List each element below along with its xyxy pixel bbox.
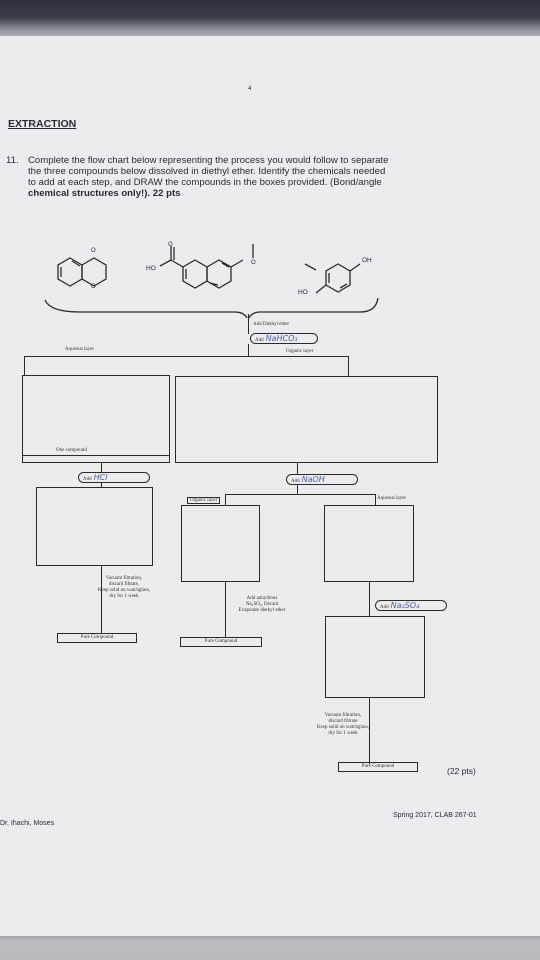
label-o-1: O [91, 248, 96, 254]
label-organic-layer-1: Organic layer [286, 349, 314, 354]
question-line-3: to add at each step, and DRAW the compou… [28, 177, 382, 188]
answer-box-organic-2[interactable] [181, 505, 260, 582]
anhydrous-line-1: Add anhydrous [246, 596, 278, 601]
anhydrous-line-3: Evaporate diethyl ether [238, 608, 286, 613]
connector-line [375, 494, 377, 506]
label-o-4: O [251, 260, 256, 266]
answer-box-aqueous-1[interactable] [22, 375, 170, 463]
connector-line [24, 356, 349, 358]
answer-box-precipitate-left[interactable] [36, 487, 153, 566]
connector-line [101, 463, 103, 473]
footer-author: Dr. Ihachi, Moses [0, 820, 55, 827]
instructions-anhydrous: Add anhydrous Na₂SO₄, Decant Evaporate d… [222, 596, 302, 614]
reagent-pill-3-answer: NaOH [301, 475, 325, 484]
connector-line [297, 485, 299, 495]
connector-line [348, 356, 350, 376]
vacuum-right-line-3: Keep solid on watchglass, [316, 725, 370, 730]
vacuum-left-line-4: dry for 1 week [109, 594, 139, 599]
label-aqueous-layer-2: Aqueous layer [377, 496, 407, 501]
answer-box-precipitate-right[interactable] [325, 616, 425, 698]
answer-box-organic-1[interactable] [175, 376, 438, 463]
question-line-4: chemical structures only!). 22 pts [28, 188, 181, 199]
answer-box-aqueous-2[interactable] [324, 505, 414, 582]
connector-line [369, 698, 371, 764]
connector-line [225, 494, 227, 506]
connector-line [369, 600, 371, 617]
reagent-pill-1-prefix: Add [255, 338, 264, 343]
connector-line [101, 566, 103, 633]
anhydrous-line-2: Na₂SO₄, Decant [245, 602, 279, 607]
label-organic-layer-2: Organic layer [187, 497, 221, 504]
connector-line [101, 483, 103, 488]
section-title: EXTRACTION [8, 118, 77, 130]
reagent-pill-2-prefix: Add [83, 477, 92, 482]
reagent-pill-1-answer: NaHCO₃ [265, 334, 298, 343]
page-number: 4 [248, 86, 252, 92]
connector-line [297, 463, 299, 474]
label-one-compound: One compound [56, 448, 87, 453]
vacuum-right-line-2: discard filtrate [328, 719, 358, 724]
reagent-pill-3-prefix: Add [291, 479, 300, 484]
reagent-pill-4-answer: Na₂SO₄ [390, 601, 420, 610]
pure-compound-left: Pure Compound [57, 633, 137, 643]
pure-compound-right: Pure Compound [338, 762, 418, 772]
vacuum-left-line-1: Vacuum filtration, [105, 576, 143, 581]
vacuum-right-line-1: Vacuum filtration, [324, 713, 362, 718]
connector-line [369, 582, 371, 601]
label-oh-phenol: OH [362, 257, 372, 264]
label-ho-acid: HO [146, 265, 156, 272]
connector-line [248, 344, 249, 356]
instructions-vacuum-left: Vacuum filtration, discard filtrate, Kee… [84, 576, 164, 600]
vacuum-right-line-4: dry for 1 week [328, 731, 358, 736]
reagent-pill-4-prefix: Add [380, 605, 389, 610]
label-aqueous-layer-1: Aqueous layer [65, 347, 95, 352]
naphthalene-ring-2 [206, 259, 232, 289]
label-o-2: O [91, 284, 96, 290]
connector-line [24, 356, 26, 376]
connector-line [225, 582, 227, 637]
pure-compound-mid: Pure Compound [180, 637, 262, 647]
reagent-pill-2-answer: HCl [93, 473, 108, 482]
label-o-3: O [168, 242, 173, 248]
footer-course: Spring 2017, CLAB 267-01 [393, 812, 477, 819]
question-line-1: Complete the flow chart below representi… [28, 155, 389, 166]
label-ho-phenol: HO [298, 289, 308, 296]
vacuum-left-line-2: discard filtrate, [108, 582, 140, 587]
instructions-vacuum-right: Vacuum filtration, discard filtrate Keep… [298, 713, 388, 737]
label-add-diethyl-ether: Add Diethyl ether [253, 322, 290, 327]
points-label: (22 pts) [447, 766, 476, 776]
connector-line [248, 314, 249, 334]
connector-line [22, 455, 170, 456]
question-line-2: the three compounds below dissolved in d… [28, 166, 386, 177]
compound-structures [44, 244, 379, 318]
paper-sheet [0, 36, 540, 936]
question-number: 11. [6, 155, 19, 166]
vacuum-left-line-3: Keep solid on watchglass, [97, 588, 151, 593]
connector-line [225, 494, 375, 496]
